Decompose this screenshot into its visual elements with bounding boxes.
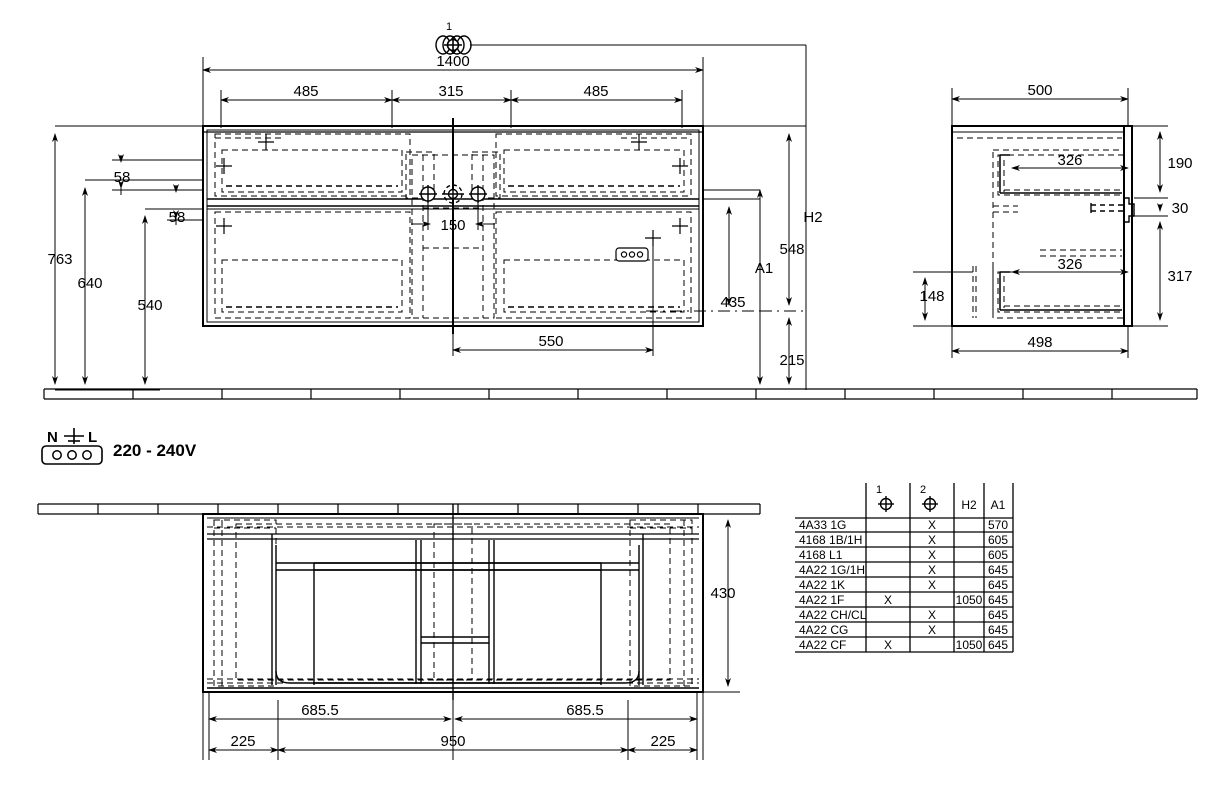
table-cell-a1: 605 — [988, 533, 1008, 547]
table-cell-a1: 645 — [988, 608, 1008, 622]
dim-326-lower: 326 — [1057, 256, 1082, 273]
table-row: 4A22 1F X 1050 645 — [799, 593, 1008, 607]
electrical-symbol — [41, 428, 103, 465]
dim-500: 500 — [1027, 82, 1052, 99]
table-cell-a1: 645 — [988, 578, 1008, 592]
table-cell-a1: 570 — [988, 518, 1008, 532]
voltage-label: 220 - 240V — [113, 441, 197, 460]
table-cell-c2: X — [928, 608, 936, 622]
table-cell-model: 4A22 1F — [799, 593, 844, 607]
terminal-l-label: L — [88, 429, 97, 446]
fixing-cross-marks — [216, 134, 688, 246]
dim-326-upper: 326 — [1057, 152, 1082, 169]
table-row: 4A33 1G X 570 — [799, 518, 1008, 532]
dim-317: 317 — [1167, 268, 1192, 285]
table-cell-model: 4A22 1G/1H — [799, 563, 865, 577]
dim-640: 640 — [77, 275, 102, 292]
table-cell-c2: X — [928, 518, 936, 532]
dim-550: 550 — [538, 333, 563, 350]
table-cell-model: 4A22 CF — [799, 638, 846, 652]
floor-line-upper — [43, 388, 1198, 400]
table-cell-c1: X — [884, 638, 892, 652]
table-row: 4A22 1G/1H X 645 — [799, 563, 1008, 577]
dim-315: 315 — [438, 83, 463, 100]
drawing-labels: 1 1400 485 315 485 763 640 540 58 58 150… — [47, 21, 1193, 750]
table-row: 4A22 CF X 1050 645 — [799, 638, 1008, 652]
dim-225-left: 225 — [230, 733, 255, 750]
table-cell-a1: 645 — [988, 623, 1008, 637]
socket-outlet-icon — [615, 247, 649, 262]
table-cell-c2: X — [928, 533, 936, 547]
dim-overall-1400: 1400 — [436, 53, 469, 70]
table-cell-c2: X — [928, 548, 936, 562]
dim-540: 540 — [137, 297, 162, 314]
table-cell-h2: 1050 — [956, 638, 983, 652]
table-header-1: 1 — [876, 484, 882, 496]
dim-430: 430 — [710, 585, 735, 602]
table-cell-h2: 1050 — [956, 593, 983, 607]
table-cell-model: 4168 1B/1H — [799, 533, 862, 547]
table-header-2: 2 — [920, 484, 926, 496]
table-cell-model: 4A22 1K — [799, 578, 845, 592]
table-cell-a1: 645 — [988, 638, 1008, 652]
dim-148: 148 — [919, 288, 944, 305]
table-row: 4A22 CG X 645 — [799, 623, 1008, 637]
callout-1-marker — [435, 35, 806, 55]
table-cell-model: 4168 L1 — [799, 548, 843, 562]
table-cell-model: 4A22 CG — [799, 623, 848, 637]
dim-763: 763 — [47, 251, 72, 268]
table-cell-c1: X — [884, 593, 892, 607]
label-h2: H2 — [803, 209, 822, 226]
table-row: 4A22 1K X 645 — [799, 578, 1008, 592]
dim-485-right: 485 — [583, 83, 608, 100]
table-cell-a1: 645 — [988, 593, 1008, 607]
table-cell-c2: X — [928, 623, 936, 637]
table-cell-c2: X — [928, 578, 936, 592]
dim-950: 950 — [440, 733, 465, 750]
table-row: 4168 L1 X 605 — [799, 548, 1008, 562]
table-cell-c2: X — [928, 563, 936, 577]
dim-215: 215 — [779, 352, 804, 369]
terminal-n-label: N — [47, 429, 58, 446]
dim-685-right: 685.5 — [566, 702, 604, 719]
dim-685-left: 685.5 — [301, 702, 339, 719]
table-header-a1: A1 — [991, 498, 1006, 512]
dim-58-lower: 58 — [169, 209, 186, 226]
dim-150: 150 — [440, 217, 465, 234]
spec-table-grid — [795, 483, 1014, 653]
table-row: 4168 1B/1H X 605 — [799, 533, 1008, 547]
table-header-h2: H2 — [961, 498, 977, 512]
table-cell-a1: 605 — [988, 548, 1008, 562]
label-a1: A1 — [755, 260, 773, 277]
dim-548: 548 — [779, 241, 804, 258]
dim-30: 30 — [1172, 200, 1189, 217]
tap-holes-icon — [419, 183, 487, 205]
table-cell-model: 4A33 1G — [799, 518, 846, 532]
front-view — [52, 35, 807, 391]
dim-225-right: 225 — [650, 733, 675, 750]
side-view — [913, 88, 1168, 358]
plan-view — [37, 503, 761, 760]
dim-485-left: 485 — [293, 83, 318, 100]
dim-58-upper: 58 — [114, 169, 131, 186]
table-row: 4A22 CH/CL X 645 — [799, 608, 1008, 622]
dim-190: 190 — [1167, 155, 1192, 172]
dim-498: 498 — [1027, 334, 1052, 351]
table-cell-a1: 645 — [988, 563, 1008, 577]
table-header-icons — [878, 496, 938, 512]
table-cell-model: 4A22 CH/CL — [799, 608, 867, 622]
dim-435: 435 — [720, 294, 745, 311]
callout-1-label: 1 — [446, 21, 452, 33]
